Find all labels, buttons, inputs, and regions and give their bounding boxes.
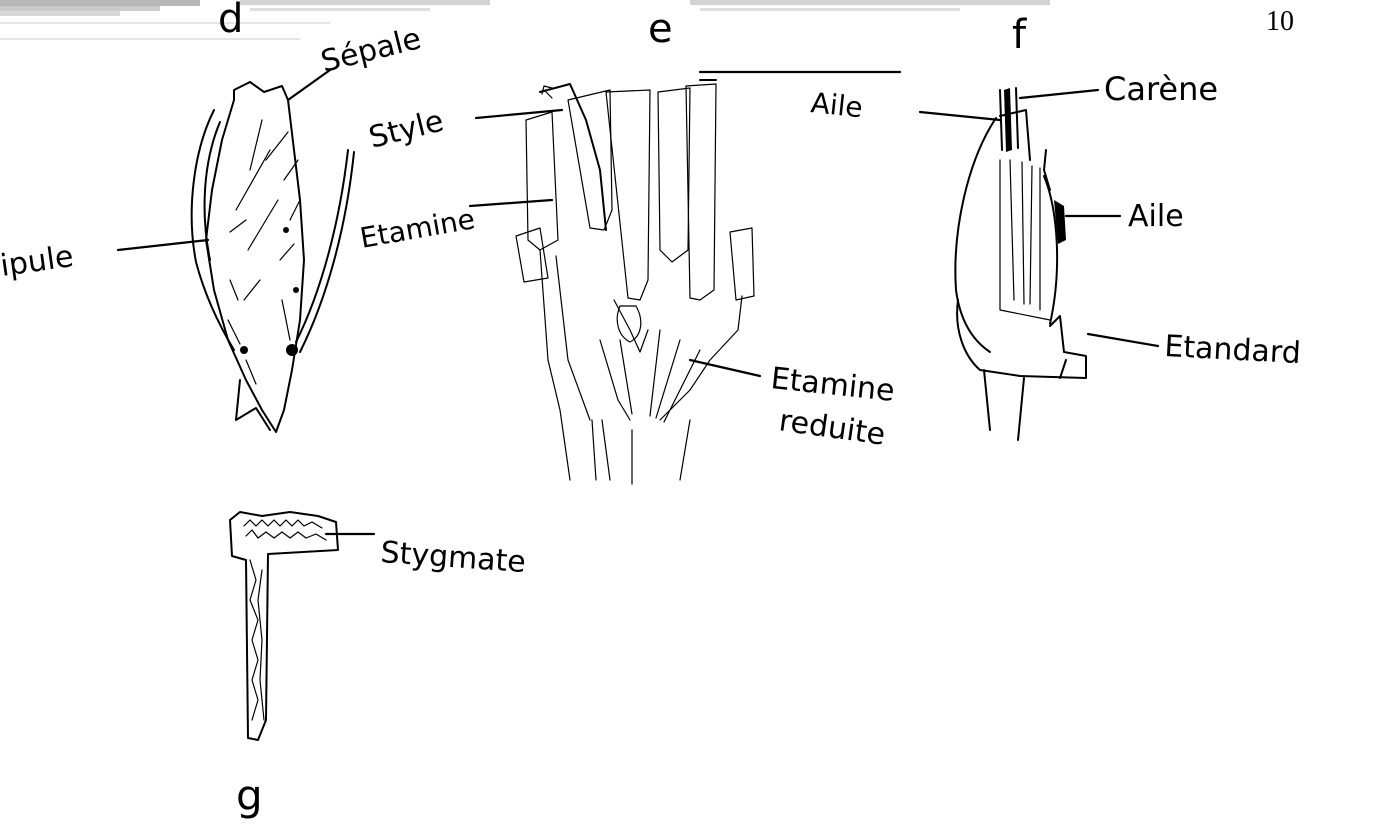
label-style: Style [365, 104, 447, 156]
scan-shading [0, 0, 1050, 40]
label-etamine-reduite-2: reduite [777, 403, 888, 453]
label-sepale: Sépale [317, 21, 424, 80]
figure-letter-g: g [236, 771, 263, 820]
label-aile-right: Aile [1128, 199, 1184, 234]
figure-d-sepal-drawing [192, 82, 354, 432]
figure-letter-e: e [648, 6, 673, 52]
figure-f-flower-drawing [955, 88, 1086, 440]
label-stipule: ipule [0, 239, 76, 284]
figure-letter-f: f [1012, 12, 1027, 58]
figure-e-stamen-drawing [516, 80, 754, 484]
page-number: 10 [1266, 6, 1294, 37]
leader-etamine [470, 200, 552, 206]
leader-aile-top [920, 112, 1000, 120]
figure-g-pistil-drawing [230, 512, 338, 740]
figure-letter-d: d [218, 0, 243, 42]
leader-sepale [288, 70, 330, 100]
leader-carene [1020, 90, 1098, 98]
label-aile-top: Aile [809, 86, 864, 124]
label-carene: Carène [1104, 70, 1218, 108]
label-etandard: Etandard [1164, 329, 1302, 371]
label-etamine: Etamine [357, 202, 477, 255]
leader-etandard [1088, 334, 1158, 346]
label-etamine-reduite-1: Etamine [769, 361, 896, 409]
label-stygmate: Stygmate [379, 535, 527, 580]
leader-style [476, 110, 562, 118]
